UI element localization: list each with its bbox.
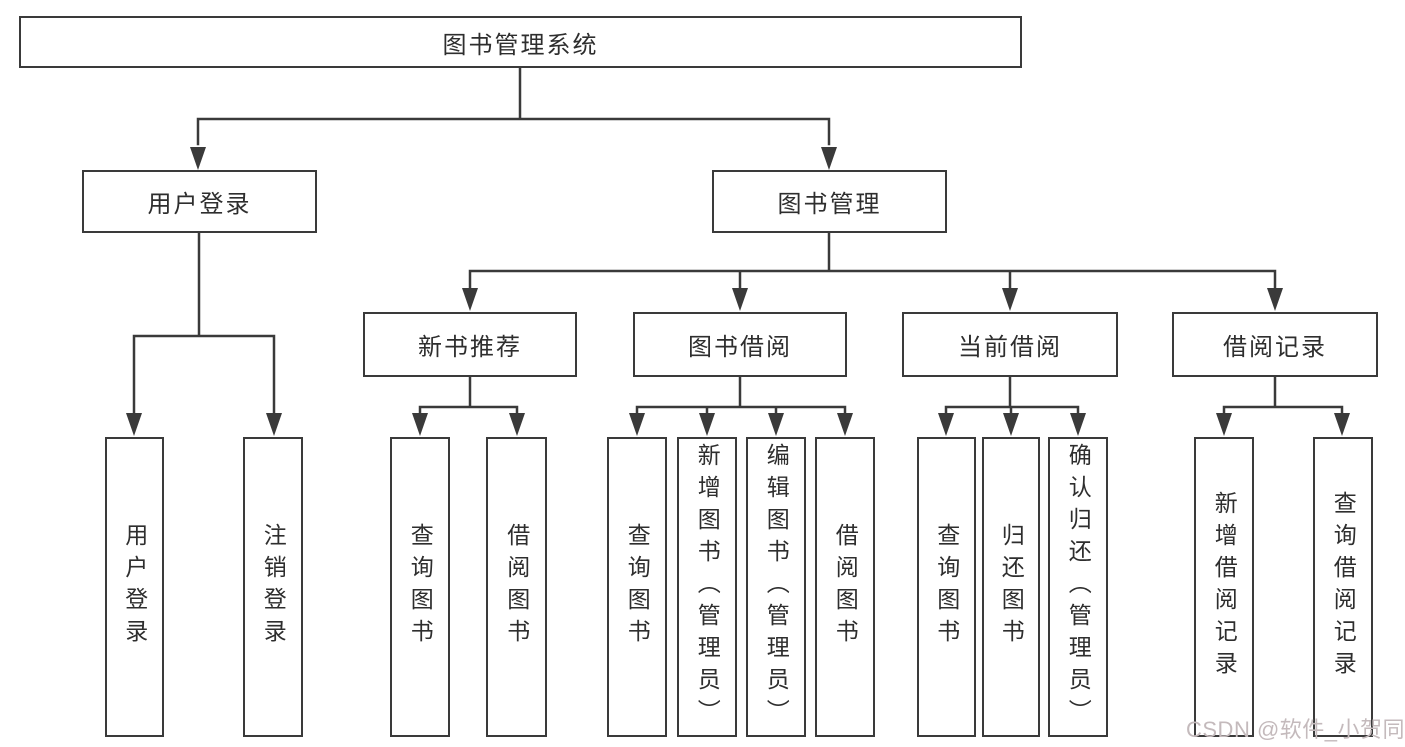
node-current-borrowing: 当前借阅	[902, 312, 1118, 377]
edge-new-book-recommend-to-leaves	[418, 375, 519, 420]
node-library-system: 图书管理系统	[19, 16, 1022, 68]
leaf-add-borrow-record-label: 新增借阅记录	[1211, 491, 1238, 683]
leaf-confirm-return-admin-label: 确认归还（管理员）	[1065, 443, 1092, 731]
leaf-query-borrow-record: 查询借阅记录	[1313, 437, 1373, 737]
leaf-edit-book-admin-label: 编辑图书（管理员）	[763, 443, 790, 731]
leaf-query-books-current-label: 查询图书	[933, 523, 960, 651]
leaf-logout-label: 注销登录	[260, 523, 287, 651]
leaf-query-books-borrowing: 查询图书	[607, 437, 667, 737]
watermark: CSDN @软件_小贺同学	[1186, 717, 1405, 742]
leaf-borrow-books-borrowing-label: 借阅图书	[832, 523, 859, 651]
edge-user-login-to-leaves	[132, 231, 276, 420]
edge-root-to-level1	[196, 66, 831, 146]
leaf-return-books: 归还图书	[982, 437, 1040, 737]
node-book-borrowing: 图书借阅	[633, 312, 847, 377]
leaf-user-login: 用户登录	[105, 437, 164, 737]
leaf-query-books-borrowing-label: 查询图书	[624, 523, 651, 651]
leaf-query-books-recommend: 查询图书	[390, 437, 450, 737]
arrowheads	[126, 147, 1350, 436]
edge-book-management-to-level2	[468, 231, 1277, 294]
node-borrowing-records: 借阅记录	[1172, 312, 1378, 377]
leaf-query-books-current: 查询图书	[917, 437, 976, 737]
leaf-add-borrow-record: 新增借阅记录	[1194, 437, 1254, 737]
leaf-borrow-books-recommend-label: 借阅图书	[503, 523, 530, 651]
edge-borrowing-records-to-leaves	[1222, 375, 1344, 420]
edge-book-borrowing-to-leaves	[635, 375, 847, 420]
leaf-user-login-label: 用户登录	[121, 523, 148, 651]
leaf-query-books-recommend-label: 查询图书	[407, 523, 434, 651]
leaf-borrow-books-borrowing: 借阅图书	[815, 437, 875, 737]
leaf-logout: 注销登录	[243, 437, 303, 737]
edge-current-borrowing-to-leaves	[944, 375, 1080, 420]
leaf-edit-book-admin: 编辑图书（管理员）	[746, 437, 806, 737]
leaf-return-books-label: 归还图书	[998, 523, 1025, 651]
node-book-management: 图书管理	[712, 170, 947, 233]
leaf-add-book-admin-label: 新增图书（管理员）	[694, 443, 721, 731]
leaf-confirm-return-admin: 确认归还（管理员）	[1048, 437, 1108, 737]
leaf-add-book-admin: 新增图书（管理员）	[677, 437, 737, 737]
node-new-book-recommend: 新书推荐	[363, 312, 577, 377]
leaf-query-borrow-record-label: 查询借阅记录	[1330, 491, 1357, 683]
leaf-borrow-books-recommend: 借阅图书	[486, 437, 547, 737]
node-user-login: 用户登录	[82, 170, 317, 233]
